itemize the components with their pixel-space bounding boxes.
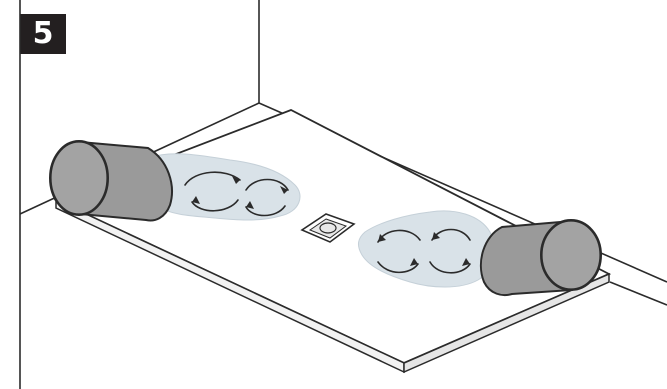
roller-icon <box>481 220 601 295</box>
floor-edge-right <box>610 282 667 305</box>
right-roller-end <box>541 220 601 290</box>
left-roller-end <box>50 141 108 215</box>
roller-icon <box>50 141 172 220</box>
